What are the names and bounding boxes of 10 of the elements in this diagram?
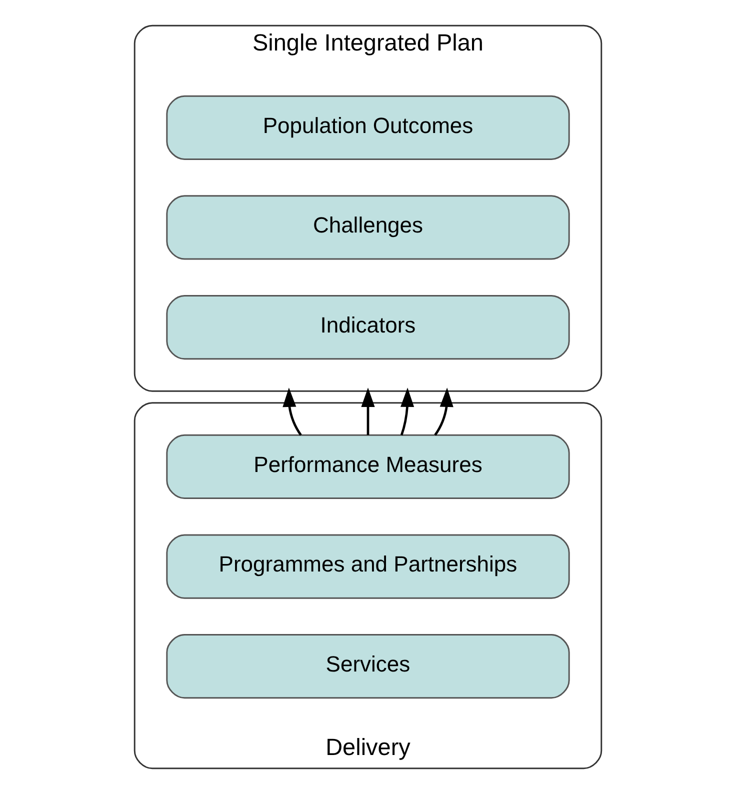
arrow xyxy=(361,388,375,436)
arrow xyxy=(434,388,454,436)
node-box: Performance Measures xyxy=(166,434,570,500)
node-box: Programmes and Partnerships xyxy=(166,534,570,599)
node-box: Challenges xyxy=(166,195,570,260)
arrow xyxy=(400,388,414,436)
node-box: Services xyxy=(166,634,570,699)
node-box: Population Outcomes xyxy=(166,95,570,160)
arrow xyxy=(282,388,302,436)
node-box: Indicators xyxy=(166,294,570,360)
